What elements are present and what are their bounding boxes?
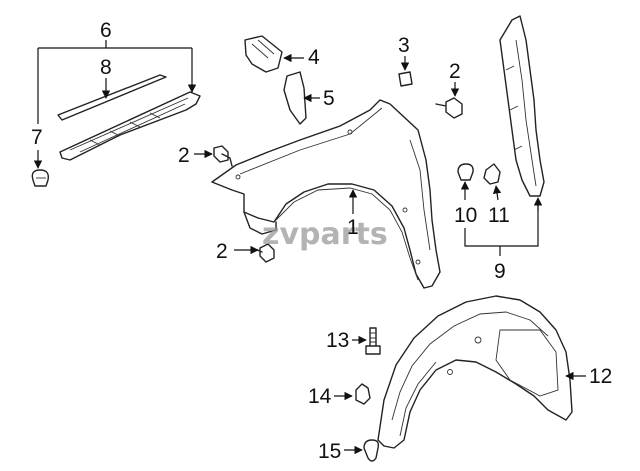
callout-6: 6 (100, 19, 112, 42)
fender-liner-part (377, 295, 573, 449)
callout-2-front-left: 2 (178, 144, 190, 167)
callout-15: 15 (318, 440, 341, 463)
callout-10: 10 (454, 204, 477, 227)
insulator-part (499, 15, 545, 197)
fender-liner-group (377, 295, 573, 449)
watermark-text: zvparts (262, 217, 388, 252)
insulator-clip-part (457, 163, 474, 181)
nut-14-part (355, 383, 371, 405)
insulator-assembly-group (499, 15, 545, 197)
callout-4: 4 (308, 46, 320, 69)
callout-12: 12 (589, 365, 612, 388)
callout-2-upper: 2 (449, 60, 461, 83)
callout-8: 8 (100, 56, 112, 79)
upper-bracket-part (244, 35, 283, 73)
fender-part (211, 99, 441, 289)
bolt-front-left-part (213, 145, 233, 167)
callout-7: 7 (31, 126, 43, 149)
callout-11: 11 (488, 204, 510, 227)
callout-1: 1 (347, 216, 359, 239)
callout-13: 13 (326, 329, 349, 352)
callout-9: 9 (494, 260, 506, 283)
seal-pad-part (398, 71, 413, 87)
leader-lines-group (33, 40, 586, 455)
leader-9 (464, 200, 539, 256)
fender-group (211, 99, 441, 289)
callout-14: 14 (308, 385, 332, 408)
bolt-upper-part (435, 97, 463, 119)
fasteners-group (213, 97, 463, 462)
side-seal-part (283, 71, 307, 125)
bolt-13-part (365, 327, 381, 355)
leader-11 (492, 185, 502, 201)
callouts-group: 6 8 7 4 5 3 2 2 1 2 10 11 9 12 13 14 15 (31, 19, 612, 463)
molding-strip-part (57, 74, 167, 121)
leader-6 (38, 40, 192, 49)
molding-assembly-group (31, 74, 201, 187)
insulator-clips-group (457, 163, 501, 185)
upper-bracket-group (244, 35, 283, 73)
callout-3: 3 (398, 34, 410, 57)
molding-base-part (59, 91, 201, 161)
seal-pad-group (398, 71, 413, 87)
clip-part (31, 169, 50, 187)
callout-5: 5 (323, 87, 335, 110)
clip-15-part (363, 439, 380, 462)
callout-2-lower-left: 2 (216, 240, 228, 263)
side-seal-group (283, 71, 307, 125)
insulator-retainer-part (483, 163, 501, 185)
